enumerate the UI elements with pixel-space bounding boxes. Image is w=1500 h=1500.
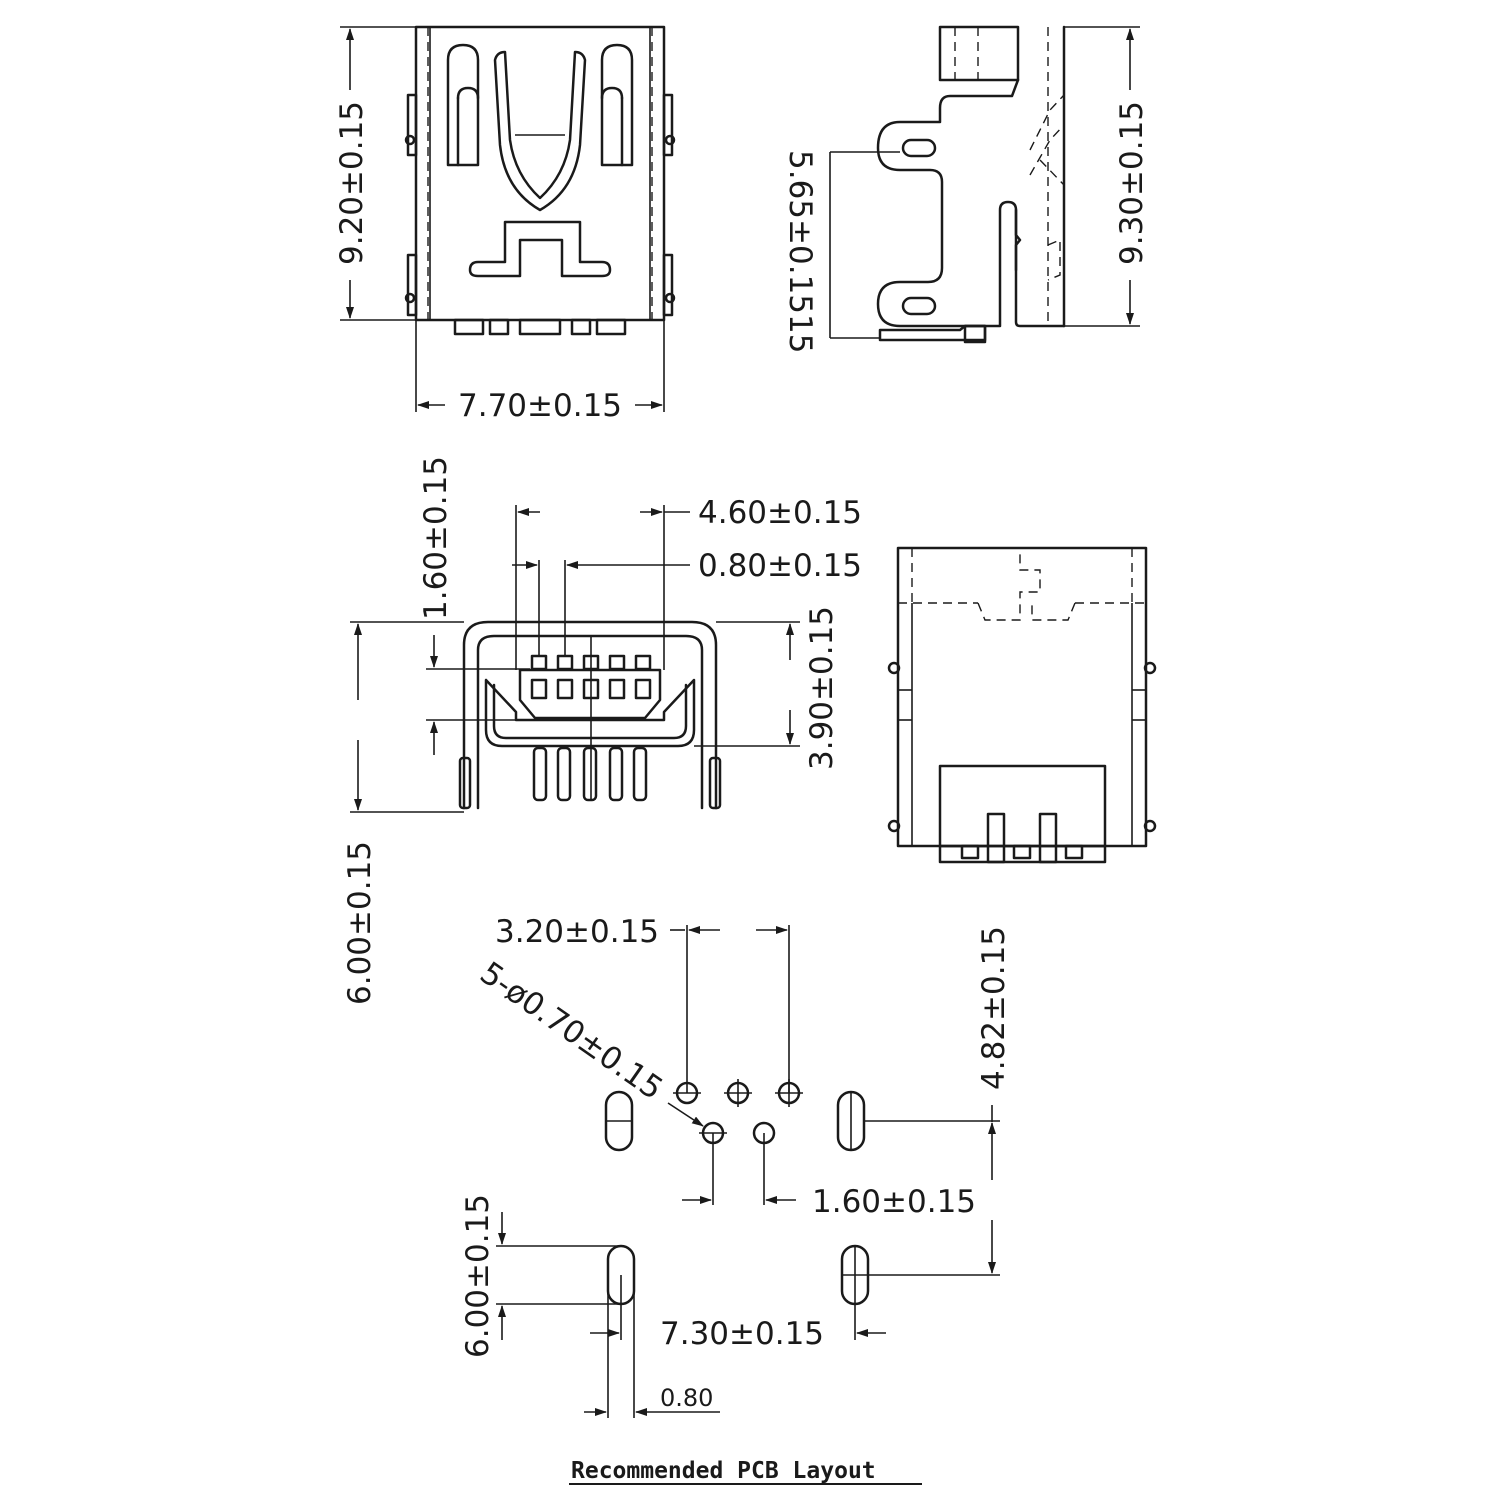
housing-width-dim-label: 4.60±0.15: [698, 495, 862, 531]
mid-bottom-view: [887, 546, 1157, 864]
total-height-dim-label: 6.00±0.15: [342, 841, 378, 1005]
pin-height-dim-label: 5.65±0.1515: [782, 150, 818, 353]
side-height-dim-label: 9.30±0.15: [1114, 101, 1150, 265]
pcb-layout: 3.20±0.15 5-ø0.70±0.15 4.82±0.15 1.60±0.…: [460, 914, 1012, 1485]
height-dim-label: 9.20±0.15: [334, 101, 370, 265]
row-offset-dim-label: 4.82±0.15: [976, 926, 1012, 1090]
width-dim-label: 7.70±0.15: [458, 388, 622, 424]
row-pitch-dim-label: 1.60±0.15: [812, 1184, 976, 1220]
opening-height-dim-label: 3.90±0.15: [804, 606, 840, 770]
pin-row-dim-label: 1.60±0.15: [418, 456, 454, 620]
mid-front-view: 4.60±0.15 0.80±0.15 1.60±0.15 6.00±0.15 …: [342, 456, 862, 1005]
signal-span-dim-label: 3.20±0.15: [495, 914, 659, 950]
top-front-view: 9.20±0.15 7.70±0.15: [334, 25, 676, 424]
top-side-view: 9.30±0.15 5.65±0.1515: [782, 25, 1150, 353]
slot-height-dim-label: 6.00±0.15: [460, 1194, 496, 1358]
hole-spec-label: 5-ø0.70±0.15: [473, 955, 669, 1107]
pcb-layout-caption: Recommended PCB Layout: [571, 1458, 876, 1484]
slot-width-dim-label: 0.80: [660, 1384, 713, 1412]
slot-span-dim-label: 7.30±0.15: [660, 1316, 824, 1352]
pin-pitch-dim-label: 0.80±0.15: [698, 548, 862, 584]
